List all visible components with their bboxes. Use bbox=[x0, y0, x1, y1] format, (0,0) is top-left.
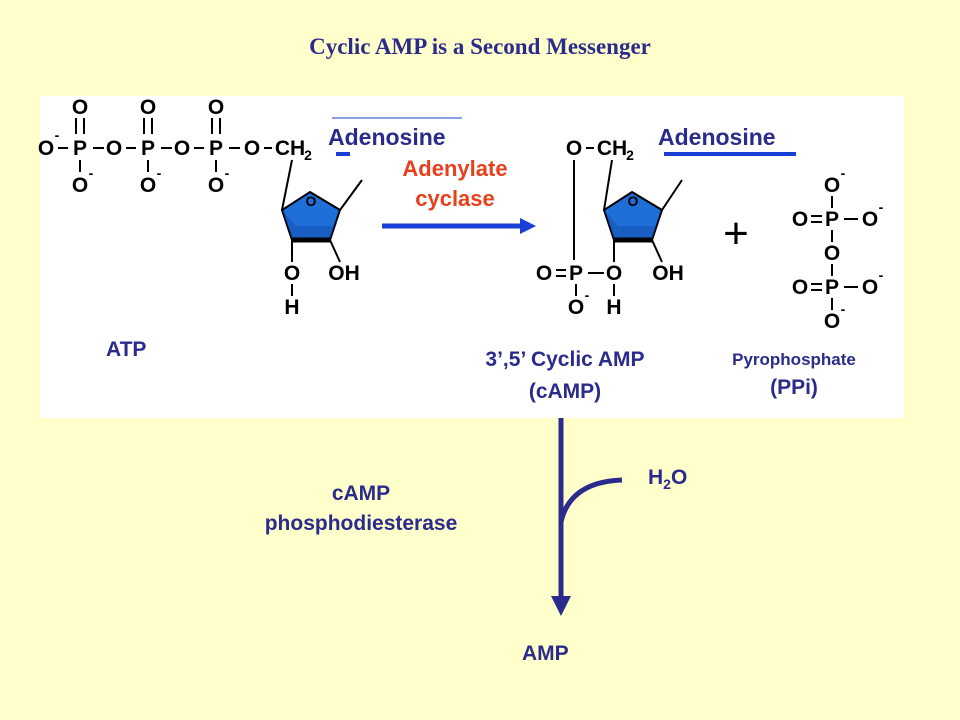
svg-text:-: - bbox=[89, 165, 94, 181]
svg-text:P: P bbox=[569, 262, 583, 285]
svg-text:O: O bbox=[824, 174, 840, 197]
svg-text:P: P bbox=[73, 137, 87, 160]
svg-text:O: O bbox=[824, 242, 840, 265]
camp-label-line2: (cAMP) bbox=[528, 380, 602, 403]
svg-text:O: O bbox=[72, 96, 88, 119]
ppi-label: (PPi) bbox=[770, 376, 818, 399]
phosphodiesterase-label-line2: phosphodiesterase bbox=[264, 512, 458, 535]
svg-text:OH: OH bbox=[328, 262, 360, 285]
svg-text:O: O bbox=[106, 137, 122, 160]
svg-text:CH: CH bbox=[275, 137, 305, 160]
svg-text:H: H bbox=[284, 296, 299, 319]
camp-adenosine-label: Adenosine bbox=[658, 124, 776, 150]
adenylate-cyclase-arrow bbox=[382, 218, 536, 234]
svg-text:P: P bbox=[825, 276, 839, 299]
svg-text:O: O bbox=[174, 137, 190, 160]
svg-text:O: O bbox=[792, 208, 808, 231]
svg-text:O: O bbox=[792, 276, 808, 299]
svg-text:OH: OH bbox=[652, 262, 684, 285]
atp-phosphate-chain: O O O O - P O P O P O CH 2 O - O - O bbox=[38, 96, 312, 197]
svg-text:-: - bbox=[841, 301, 846, 317]
pyrophosphate-label: Pyrophosphate bbox=[732, 350, 856, 369]
reaction-panel bbox=[40, 96, 904, 418]
svg-text:O: O bbox=[862, 276, 878, 299]
svg-text:O: O bbox=[566, 137, 582, 160]
enzyme-label-line1: Adenylate bbox=[402, 156, 508, 181]
camp-label-line1: 3’,5’ Cyclic AMP bbox=[485, 348, 645, 371]
svg-text:2: 2 bbox=[304, 147, 312, 163]
amp-label: AMP bbox=[522, 642, 569, 665]
svg-text:-: - bbox=[879, 267, 884, 283]
svg-text:O: O bbox=[140, 174, 156, 197]
svg-text:O: O bbox=[568, 296, 584, 319]
svg-text:O: O bbox=[244, 137, 260, 160]
svg-text:O: O bbox=[72, 174, 88, 197]
svg-text:CH: CH bbox=[597, 137, 627, 160]
svg-text:O: O bbox=[208, 96, 224, 119]
hydrolysis-arrow bbox=[551, 418, 623, 616]
phosphodiesterase-label-line1: cAMP bbox=[331, 482, 391, 505]
atp-adenosine-label: Adenosine bbox=[328, 124, 446, 150]
svg-text:-: - bbox=[841, 165, 846, 181]
svg-text:O: O bbox=[140, 96, 156, 119]
svg-text:-: - bbox=[585, 287, 590, 303]
svg-text:-: - bbox=[55, 127, 60, 143]
camp-structure: O CH 2 O O P O OH O - H bbox=[536, 137, 684, 319]
svg-text:O: O bbox=[38, 137, 54, 160]
svg-text:P: P bbox=[209, 137, 223, 160]
svg-text:O: O bbox=[824, 310, 840, 333]
svg-text:2: 2 bbox=[626, 147, 634, 163]
svg-text:O: O bbox=[208, 174, 224, 197]
svg-text:O: O bbox=[284, 262, 300, 285]
svg-text:P: P bbox=[825, 208, 839, 231]
water-label: H2O bbox=[648, 466, 688, 493]
enzyme-label-line2: cyclase bbox=[415, 186, 495, 211]
atp-label: ATP bbox=[106, 338, 147, 361]
svg-text:O: O bbox=[862, 208, 878, 231]
svg-text:O: O bbox=[306, 193, 317, 209]
svg-text:-: - bbox=[879, 199, 884, 215]
pyrophosphate-structure: O - O P O - O O P O - O - bbox=[792, 165, 884, 333]
atp-ribose: O O H OH bbox=[280, 159, 363, 319]
svg-text:O: O bbox=[606, 262, 622, 285]
svg-text:P: P bbox=[141, 137, 155, 160]
svg-text:-: - bbox=[225, 165, 230, 181]
svg-text:O: O bbox=[628, 193, 639, 209]
svg-text:H: H bbox=[606, 296, 621, 319]
plus-sign: + bbox=[723, 209, 749, 258]
page-title: Cyclic AMP is a Second Messenger bbox=[309, 34, 651, 59]
svg-text:O: O bbox=[536, 262, 552, 285]
svg-text:-: - bbox=[157, 165, 162, 181]
